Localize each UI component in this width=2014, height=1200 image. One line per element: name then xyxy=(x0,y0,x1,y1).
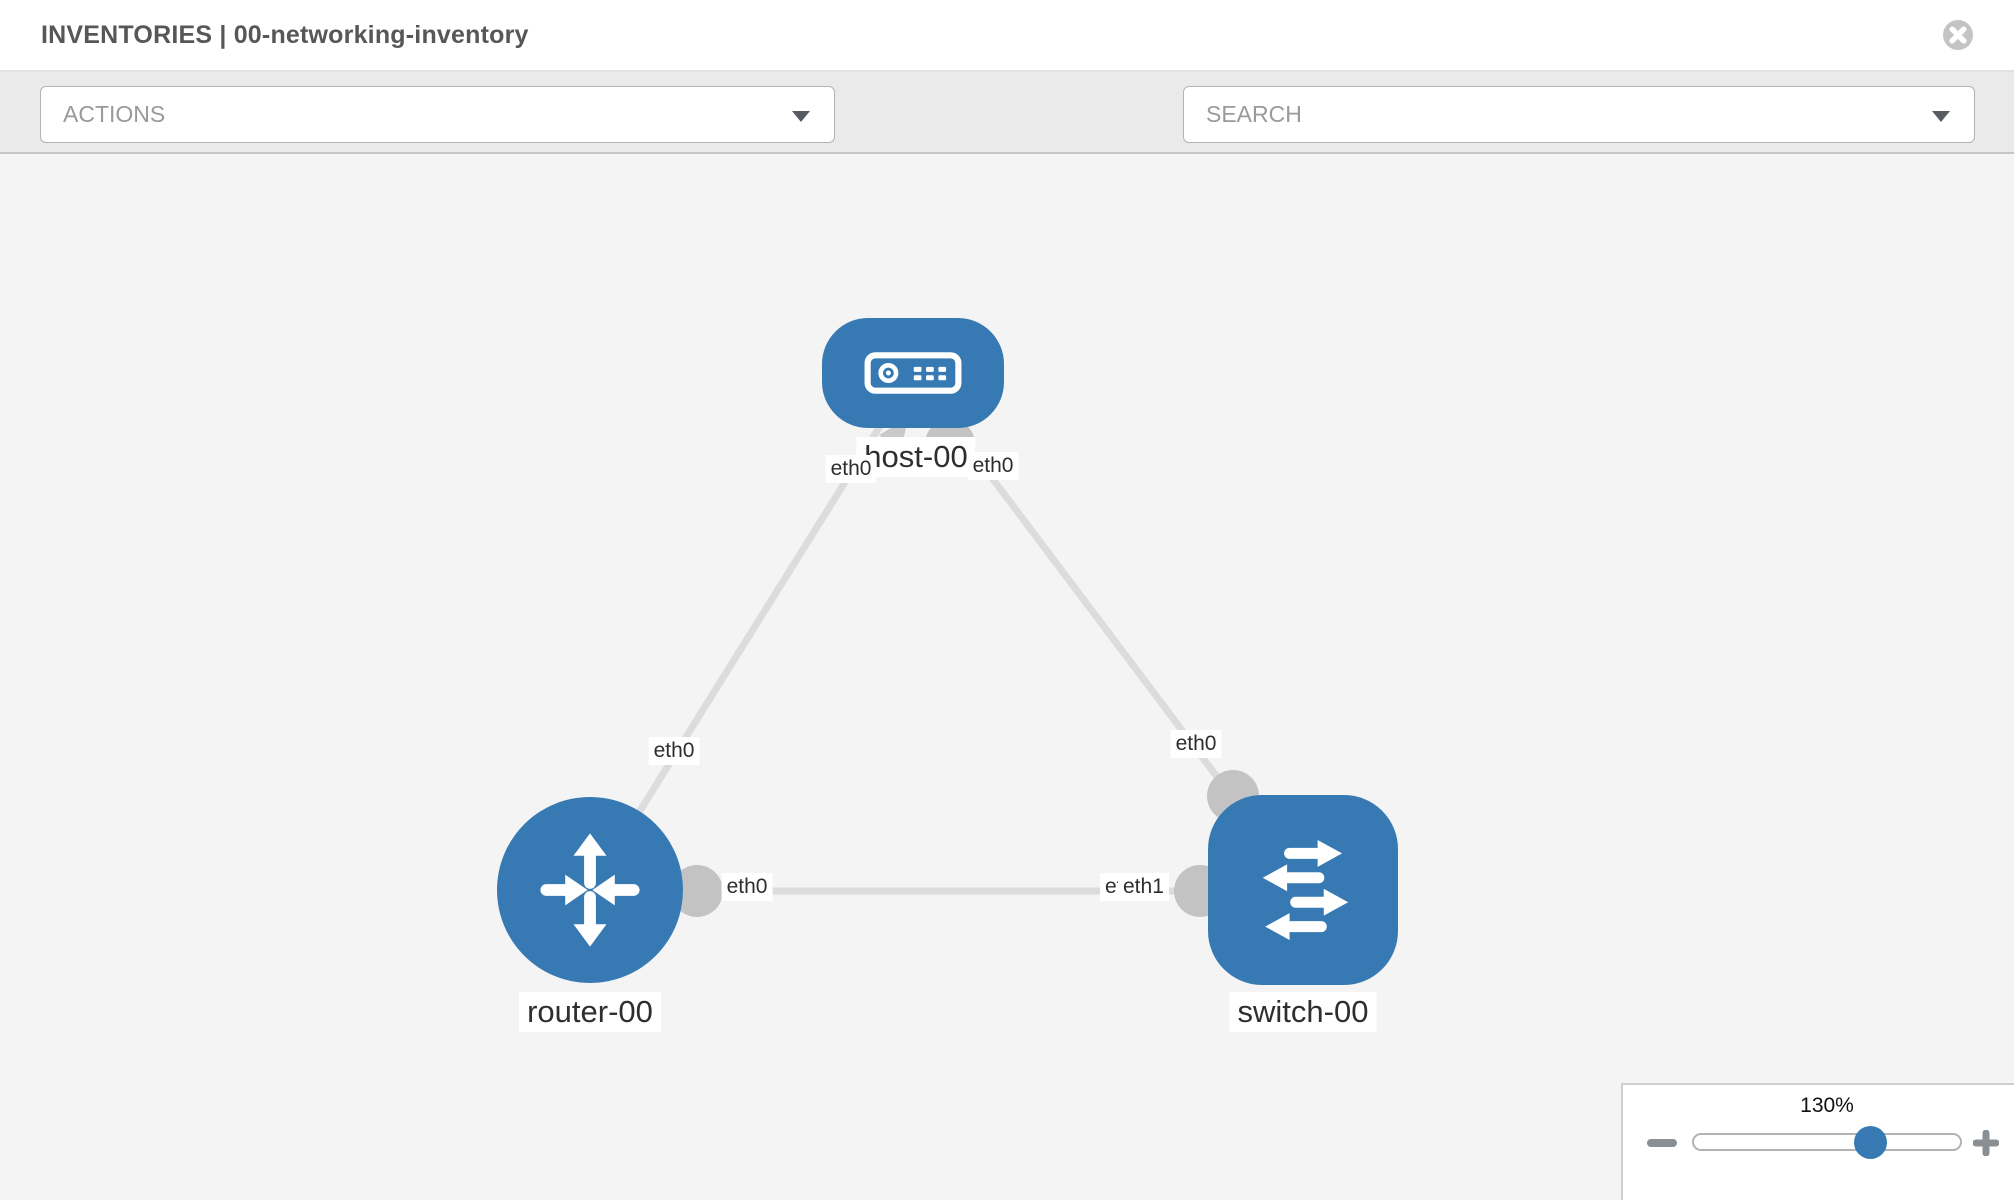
node-router-00[interactable] xyxy=(497,797,683,983)
zoom-slider-track[interactable] xyxy=(1692,1126,1962,1159)
interface-label-host00-eth0b: eth0 xyxy=(967,452,1019,481)
topology-edges xyxy=(587,370,1306,917)
interface-label-host00-eth0: eth0 xyxy=(825,455,877,484)
actions-dropdown-label: ACTIONS xyxy=(63,101,166,127)
caret-down-icon xyxy=(1932,110,1950,122)
node-label-router-00: router-00 xyxy=(519,992,661,1032)
node-host-00[interactable] xyxy=(822,318,1004,428)
close-button[interactable] xyxy=(1942,19,1974,51)
search-dropdown-label: SEARCH xyxy=(1206,101,1302,127)
page-title: INVENTORIES | 00-networking-inventory xyxy=(41,20,529,49)
close-icon xyxy=(1943,20,1973,50)
interface-label-switch00-eth1: eth1 xyxy=(1118,873,1169,902)
zoom-level: 130% xyxy=(1800,1094,1854,1117)
interface-label-router00-eth0: eth0 xyxy=(648,737,700,766)
switch-icon xyxy=(1262,839,1349,941)
actions-dropdown[interactable]: ACTIONS xyxy=(40,86,835,143)
node-switch-00[interactable] xyxy=(1208,795,1398,985)
zoom-slider-knob[interactable] xyxy=(1854,1126,1887,1159)
node-label-switch-00: switch-00 xyxy=(1229,992,1377,1032)
header: INVENTORIES | 00-networking-inventory xyxy=(0,0,2014,72)
port-router00-eth0 xyxy=(671,865,723,917)
minus-icon xyxy=(1647,1139,1677,1147)
toolbar: ACTIONS SEARCH xyxy=(0,72,2014,204)
topology-canvas[interactable]: host-00 router-00 switch-00 eth0 eth0 et… xyxy=(0,154,2014,1200)
host-icon xyxy=(864,352,962,394)
caret-down-icon xyxy=(792,110,810,122)
interface-label-switch00-eth0: eth0 xyxy=(1170,730,1222,759)
search-dropdown[interactable]: SEARCH xyxy=(1183,86,1975,143)
plus-icon xyxy=(1972,1129,2000,1157)
interface-label-router00-eth0b: eth0 xyxy=(721,873,773,902)
zoom-panel: 130% xyxy=(1621,1083,2014,1200)
zoom-in-button[interactable] xyxy=(1972,1129,2000,1157)
zoom-out-button[interactable] xyxy=(1647,1138,1677,1148)
router-icon xyxy=(540,833,640,947)
